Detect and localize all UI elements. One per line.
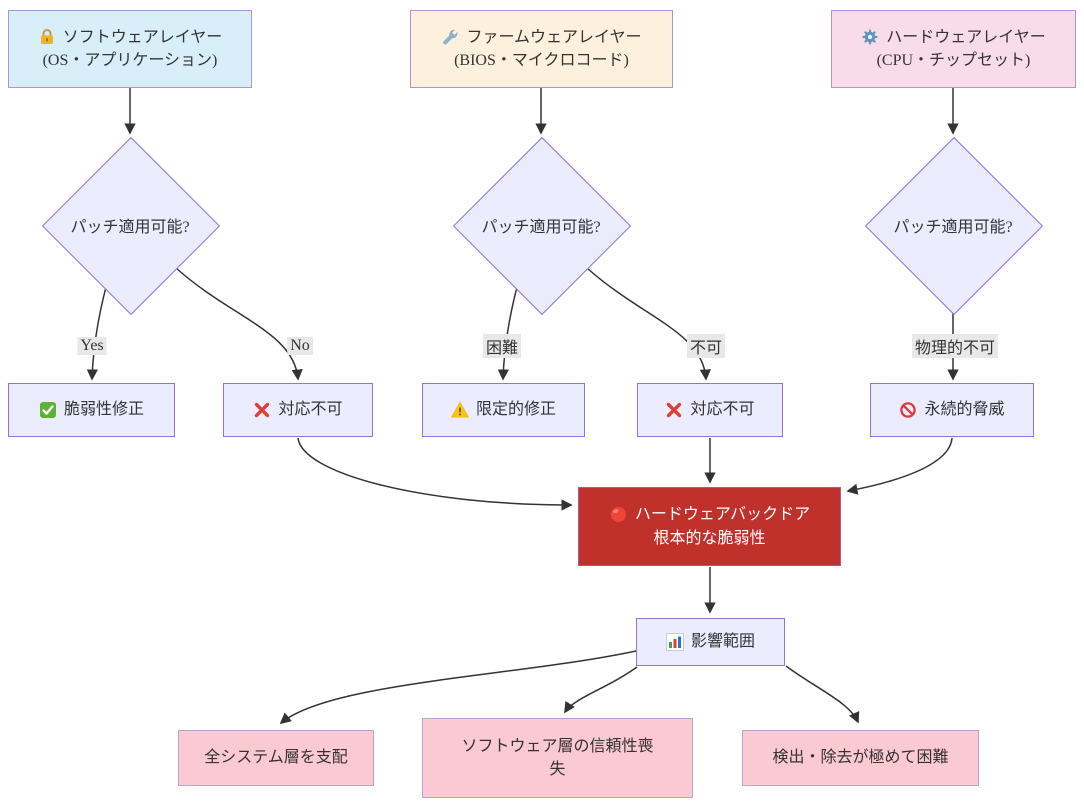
software-layer-subtitle: (OS・アプリケーション) [42, 52, 218, 69]
edge-label-difficult: 困難 [482, 334, 522, 358]
firmware-layer-subtitle: (BIOS・マイクロコード) [454, 52, 629, 69]
edge-label-yes: Yes [77, 337, 107, 355]
consequence-detection-difficulty-label: 検出・除去が極めて困難 [772, 749, 949, 767]
software-layer-title: ソフトウェアレイヤー [62, 28, 223, 46]
check-icon [39, 401, 57, 419]
lock-icon [38, 28, 56, 46]
wrench-icon [441, 28, 459, 46]
edge-label-impossible: 不可 [686, 334, 726, 358]
outcome-persistent-threat-label: 永続的脅威 [924, 401, 1005, 419]
consequence-trust-loss-label: ソフトウェア層の信頼性喪失 [461, 737, 654, 778]
consequence-trust-loss-node: ソフトウェア層の信頼性喪失 [422, 718, 693, 798]
outcome-limited-fix-node: 限定的修正 [422, 383, 585, 437]
consequence-detection-difficulty-node: 検出・除去が極めて困難 [742, 730, 979, 786]
outcome-no-response-1-label: 対応不可 [278, 401, 343, 419]
core-line2: 根本的な脆弱性 [653, 529, 766, 547]
consequence-dominate-label: 全システム層を支配 [204, 749, 348, 767]
outcome-no-response-2-label: 対応不可 [690, 401, 755, 419]
decision-label-firmware: パッチ適用可能? [481, 219, 601, 236]
impact-scope-label: 影響範囲 [690, 633, 755, 651]
cross-icon [665, 401, 683, 419]
warning-icon [451, 401, 469, 419]
edge-label-physical: 物理的不可 [911, 334, 999, 358]
edge-label-no: No [287, 337, 313, 355]
hardware-layer-subtitle: (CPU・チップセット) [876, 52, 1031, 69]
software-layer-node: ソフトウェアレイヤー (OS・アプリケーション) [8, 10, 252, 88]
cross-icon [253, 401, 271, 419]
hardware-layer-title: ハードウェアレイヤー [886, 28, 1046, 46]
impact-scope-node: 影響範囲 [636, 618, 785, 666]
outcome-fix-label: 脆弱性修正 [63, 401, 144, 419]
firmware-layer-title: ファームウェアレイヤー [466, 28, 642, 46]
outcome-fix-node: 脆弱性修正 [8, 383, 175, 437]
outcome-no-response-1-node: 対応不可 [223, 383, 373, 437]
red-circle-icon [609, 505, 628, 524]
firmware-layer-node: ファームウェアレイヤー (BIOS・マイクロコード) [410, 10, 673, 88]
no-entry-icon [899, 401, 917, 419]
gear-icon [861, 28, 879, 46]
hardware-backdoor-core-node: ハードウェアバックドア 根本的な脆弱性 [578, 487, 841, 566]
outcome-limited-fix-label: 限定的修正 [475, 401, 556, 419]
outcome-persistent-threat-node: 永続的脅威 [870, 383, 1034, 437]
consequence-dominate-node: 全システム層を支配 [178, 730, 374, 786]
outcome-no-response-2-node: 対応不可 [637, 383, 783, 437]
decision-label-software: パッチ適用可能? [70, 219, 190, 236]
bar-chart-icon [665, 633, 684, 651]
decision-label-hardware: パッチ適用可能? [893, 219, 1013, 236]
hardware-layer-node: ハードウェアレイヤー (CPU・チップセット) [831, 10, 1076, 88]
core-line1: ハードウェアバックドア [634, 506, 811, 524]
